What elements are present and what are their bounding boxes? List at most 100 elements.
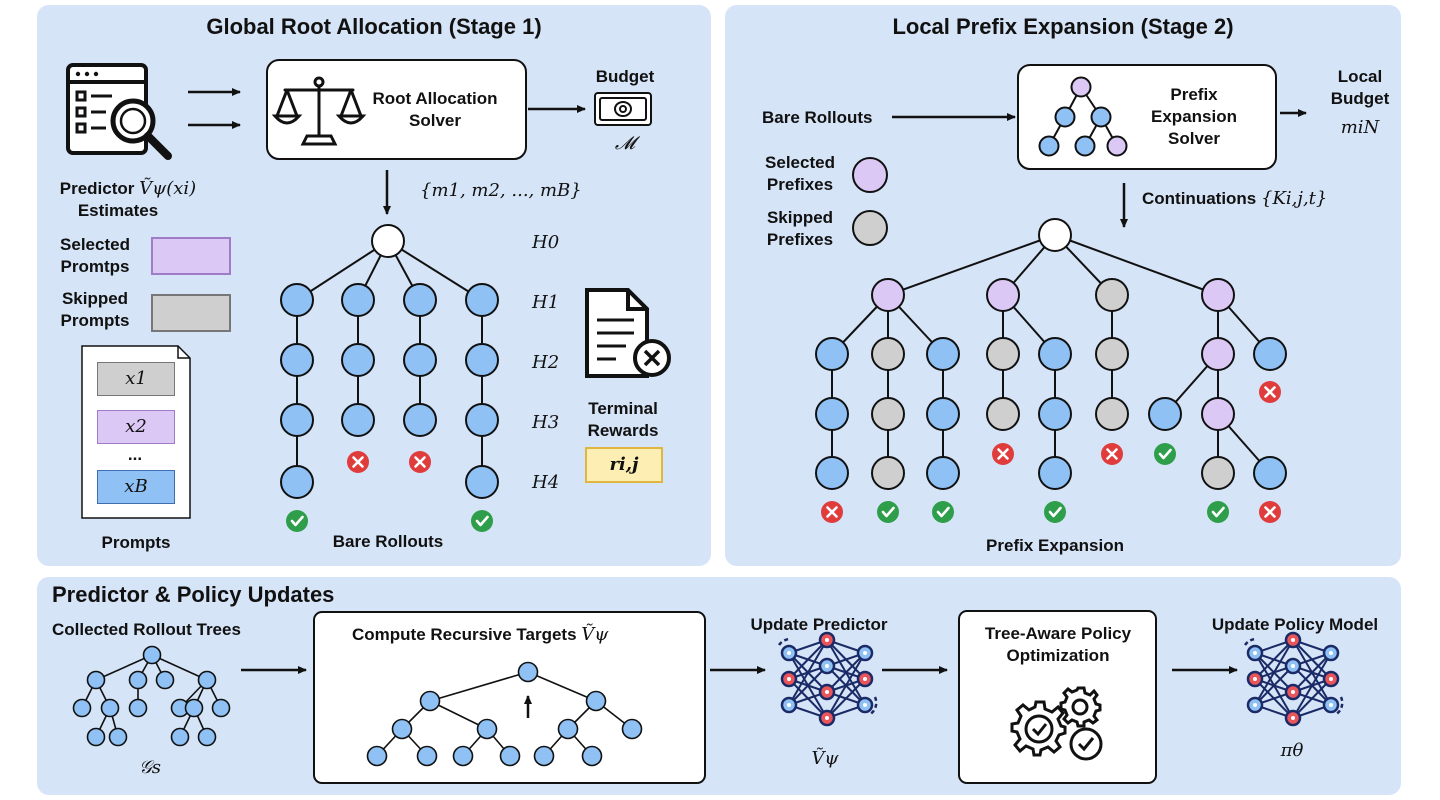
tree-edge — [429, 671, 529, 702]
nn-neuron-core — [825, 638, 829, 642]
nn-neuron-core — [825, 716, 829, 720]
nn-edge — [788, 665, 828, 706]
skipped-prefixes-label: Skipped Prefixes — [766, 208, 834, 249]
tree-edge — [151, 654, 208, 681]
selected-prompt-swatch — [151, 237, 231, 275]
tree-node — [1038, 397, 1072, 431]
selected-prefix-legend-swatch — [852, 157, 888, 193]
tree-node — [465, 283, 499, 317]
tree-edge — [296, 240, 389, 301]
tree-node — [371, 224, 405, 258]
tree-node — [1038, 337, 1072, 371]
tree-node — [815, 337, 849, 371]
tree-node — [465, 465, 499, 499]
local-budget-label: Local Budget — [1330, 67, 1390, 108]
failure-icon — [1099, 441, 1125, 467]
stage2-title: Local Prefix Expansion (Stage 2) — [892, 14, 1234, 39]
prompt-item: xB — [97, 470, 175, 504]
failure-icon — [1257, 379, 1283, 405]
tree-node — [871, 456, 905, 490]
prefix-expansion-caption: Prefix Expansion — [986, 536, 1124, 555]
tree-aware-policy-label: Tree-Aware Policy Optimization — [984, 624, 1132, 665]
success-icon — [875, 499, 901, 525]
tree-node — [86, 670, 106, 690]
tree-node — [926, 397, 960, 431]
tree-node — [1201, 456, 1235, 490]
nn-neuron-core — [825, 690, 829, 694]
prompt-ellipsis: ... — [127, 445, 143, 464]
stage1-title: Global Root Allocation (Stage 1) — [206, 14, 542, 39]
tree-node — [926, 337, 960, 371]
tree-node — [403, 403, 437, 437]
nn-neuron-core — [787, 651, 791, 655]
continuations-label: Continuations {Ki,j,t} — [1142, 188, 1327, 210]
tree-node — [100, 698, 120, 718]
nn-neuron-core — [1291, 716, 1295, 720]
nn-neuron-core — [1291, 664, 1295, 668]
tree-node — [403, 343, 437, 377]
tree-node — [517, 661, 539, 683]
depth-label: H0 — [532, 232, 560, 253]
nn-edge — [826, 652, 866, 693]
predictor-text: Predictor — [59, 179, 135, 198]
success-icon — [469, 508, 495, 534]
depth-label: H2 — [532, 352, 560, 373]
nn-neuron-core — [1253, 651, 1257, 655]
tree-node — [211, 698, 231, 718]
tree-node — [128, 670, 148, 690]
update-predictor-label: Update Predictor — [750, 615, 888, 634]
continuations-math: {Ki,j,t} — [1261, 188, 1328, 209]
tree-node — [341, 403, 375, 437]
nn-neuron-core — [1253, 703, 1257, 707]
tree-node — [465, 343, 499, 377]
tree-node — [986, 397, 1020, 431]
selected-prompts-label: Selected Promtps — [60, 235, 130, 276]
success-icon — [284, 508, 310, 534]
tree-node — [871, 278, 905, 312]
tree-node — [815, 397, 849, 431]
failure-icon — [819, 499, 845, 525]
policy-math: πθ — [1280, 740, 1304, 761]
nn-neuron-core — [1253, 677, 1257, 681]
tree-node — [128, 698, 148, 718]
tree-node — [499, 745, 521, 767]
balance-scale-icon — [271, 76, 367, 146]
nn-neuron-core — [1291, 690, 1295, 694]
prompts-caption: Prompts — [101, 533, 171, 552]
depth-label: H1 — [532, 292, 560, 313]
tree-node — [155, 670, 175, 690]
budget-label: Budget — [595, 67, 655, 86]
tree-node — [419, 690, 441, 712]
nn-neuron-core — [1329, 651, 1333, 655]
tree-node — [1201, 397, 1235, 431]
gears-check-icon — [1010, 686, 1103, 761]
neural-network-icon — [1243, 631, 1344, 727]
nn-edge — [788, 639, 828, 706]
tree-node — [1038, 218, 1072, 252]
tree-node — [280, 343, 314, 377]
recursive-targets-tree — [366, 661, 643, 767]
nn-neuron-core — [1329, 677, 1333, 681]
tree-node — [403, 283, 437, 317]
nn-edge — [1292, 652, 1332, 719]
tree-node — [452, 745, 474, 767]
predictor-output-math: Ṽψ — [811, 748, 839, 769]
tree-node — [465, 403, 499, 437]
skipped-prompt-swatch — [151, 294, 231, 332]
tree-node — [184, 698, 204, 718]
search-document-icon — [66, 63, 172, 160]
tree-node — [197, 670, 217, 690]
depth-label: H4 — [532, 472, 560, 493]
skipped-prompts-label: Skipped Prompts — [60, 289, 130, 330]
nn-edge — [826, 678, 866, 719]
tree-node — [815, 456, 849, 490]
prefix-expansion-tree — [815, 218, 1287, 525]
nn-neuron-core — [863, 651, 867, 655]
updates-panel — [37, 577, 1401, 795]
tree-node — [1253, 337, 1287, 371]
updates-title: Predictor & Policy Updates — [52, 582, 335, 607]
tree-node — [108, 727, 128, 747]
tree-node — [557, 718, 579, 740]
predictor-math: Ṽψ(xi) — [139, 178, 197, 199]
prompt-item: x1 — [97, 362, 175, 396]
